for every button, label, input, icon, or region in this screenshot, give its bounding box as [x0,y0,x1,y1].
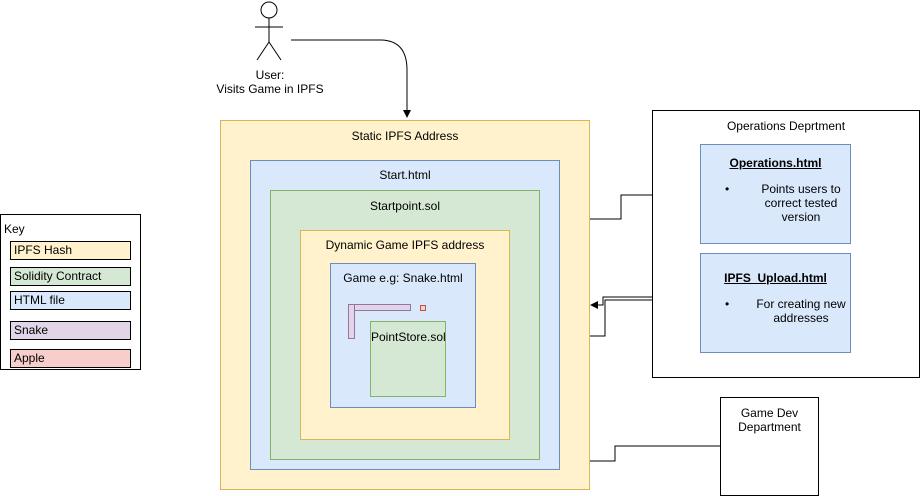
startpoint-sol-label: Startpoint.sol [369,199,441,213]
user-label: User: Visits Game in IPFS [200,68,340,96]
snake-horizontal-segment [348,304,411,311]
static-ipfs-address-label: Static IPFS Address [351,129,459,143]
key-legend-title: Key [4,222,25,236]
operations-html-bullet: Points users to correct tested version [725,182,851,224]
ipfs-upload-html-bullet: For creating new addresses [725,297,851,325]
operations-html-bullet-line1: Points users to [761,182,841,196]
pointstore-sol-label: PointStore.sol [371,330,446,344]
key-legend-box: Key IPFS Hash Solidity Contract HTML fil… [0,214,141,370]
start-html-label: Start.html [379,168,431,182]
upload-to-start-arrow [590,296,700,309]
user-actor-icon [255,1,283,61]
key-item-ipfs-hash: IPFS Hash [10,241,131,260]
apple [420,305,426,311]
ipfs-upload-html-title: IPFS_Upload.html [724,271,827,285]
game-dev-department-box: Game Dev Department [720,397,819,496]
user-label-line2: Visits Game in IPFS [216,82,324,96]
operations-html-title: Operations.html [729,156,822,170]
operations-html-bullet-line3: version [781,210,821,224]
game-dev-department-label-line2: Department [738,420,801,434]
ipfs-upload-html-bullet-line2: addresses [773,311,829,325]
key-item-apple: Apple [10,349,131,368]
operations-html-box: Operations.html Points users to correct … [700,144,851,244]
user-label-line1: User: [255,68,285,82]
key-item-html-file: HTML file [10,291,131,310]
ipfs-upload-html-box: IPFS_Upload.html For creating new addres… [700,253,851,353]
game-dev-department-label: Game Dev Department [721,406,818,434]
dynamic-ipfs-address-label: Dynamic Game IPFS address [325,238,485,252]
snake-vertical-segment [348,304,355,339]
ipfs-upload-html-bullet-line1: For creating new [756,297,846,311]
operations-department-label: Operations Deprtment [726,119,846,133]
operations-html-bullet-line2: correct tested [764,196,838,210]
user-to-static-arrow [291,39,411,118]
key-item-solidity-contract: Solidity Contract [10,267,131,286]
pointstore-sol-box: PointStore.sol [370,321,446,397]
game-snake-html-label: Game e.g: Snake.html [343,271,463,285]
key-item-snake: Snake [10,321,131,340]
game-dev-department-label-line1: Game Dev [740,406,799,420]
